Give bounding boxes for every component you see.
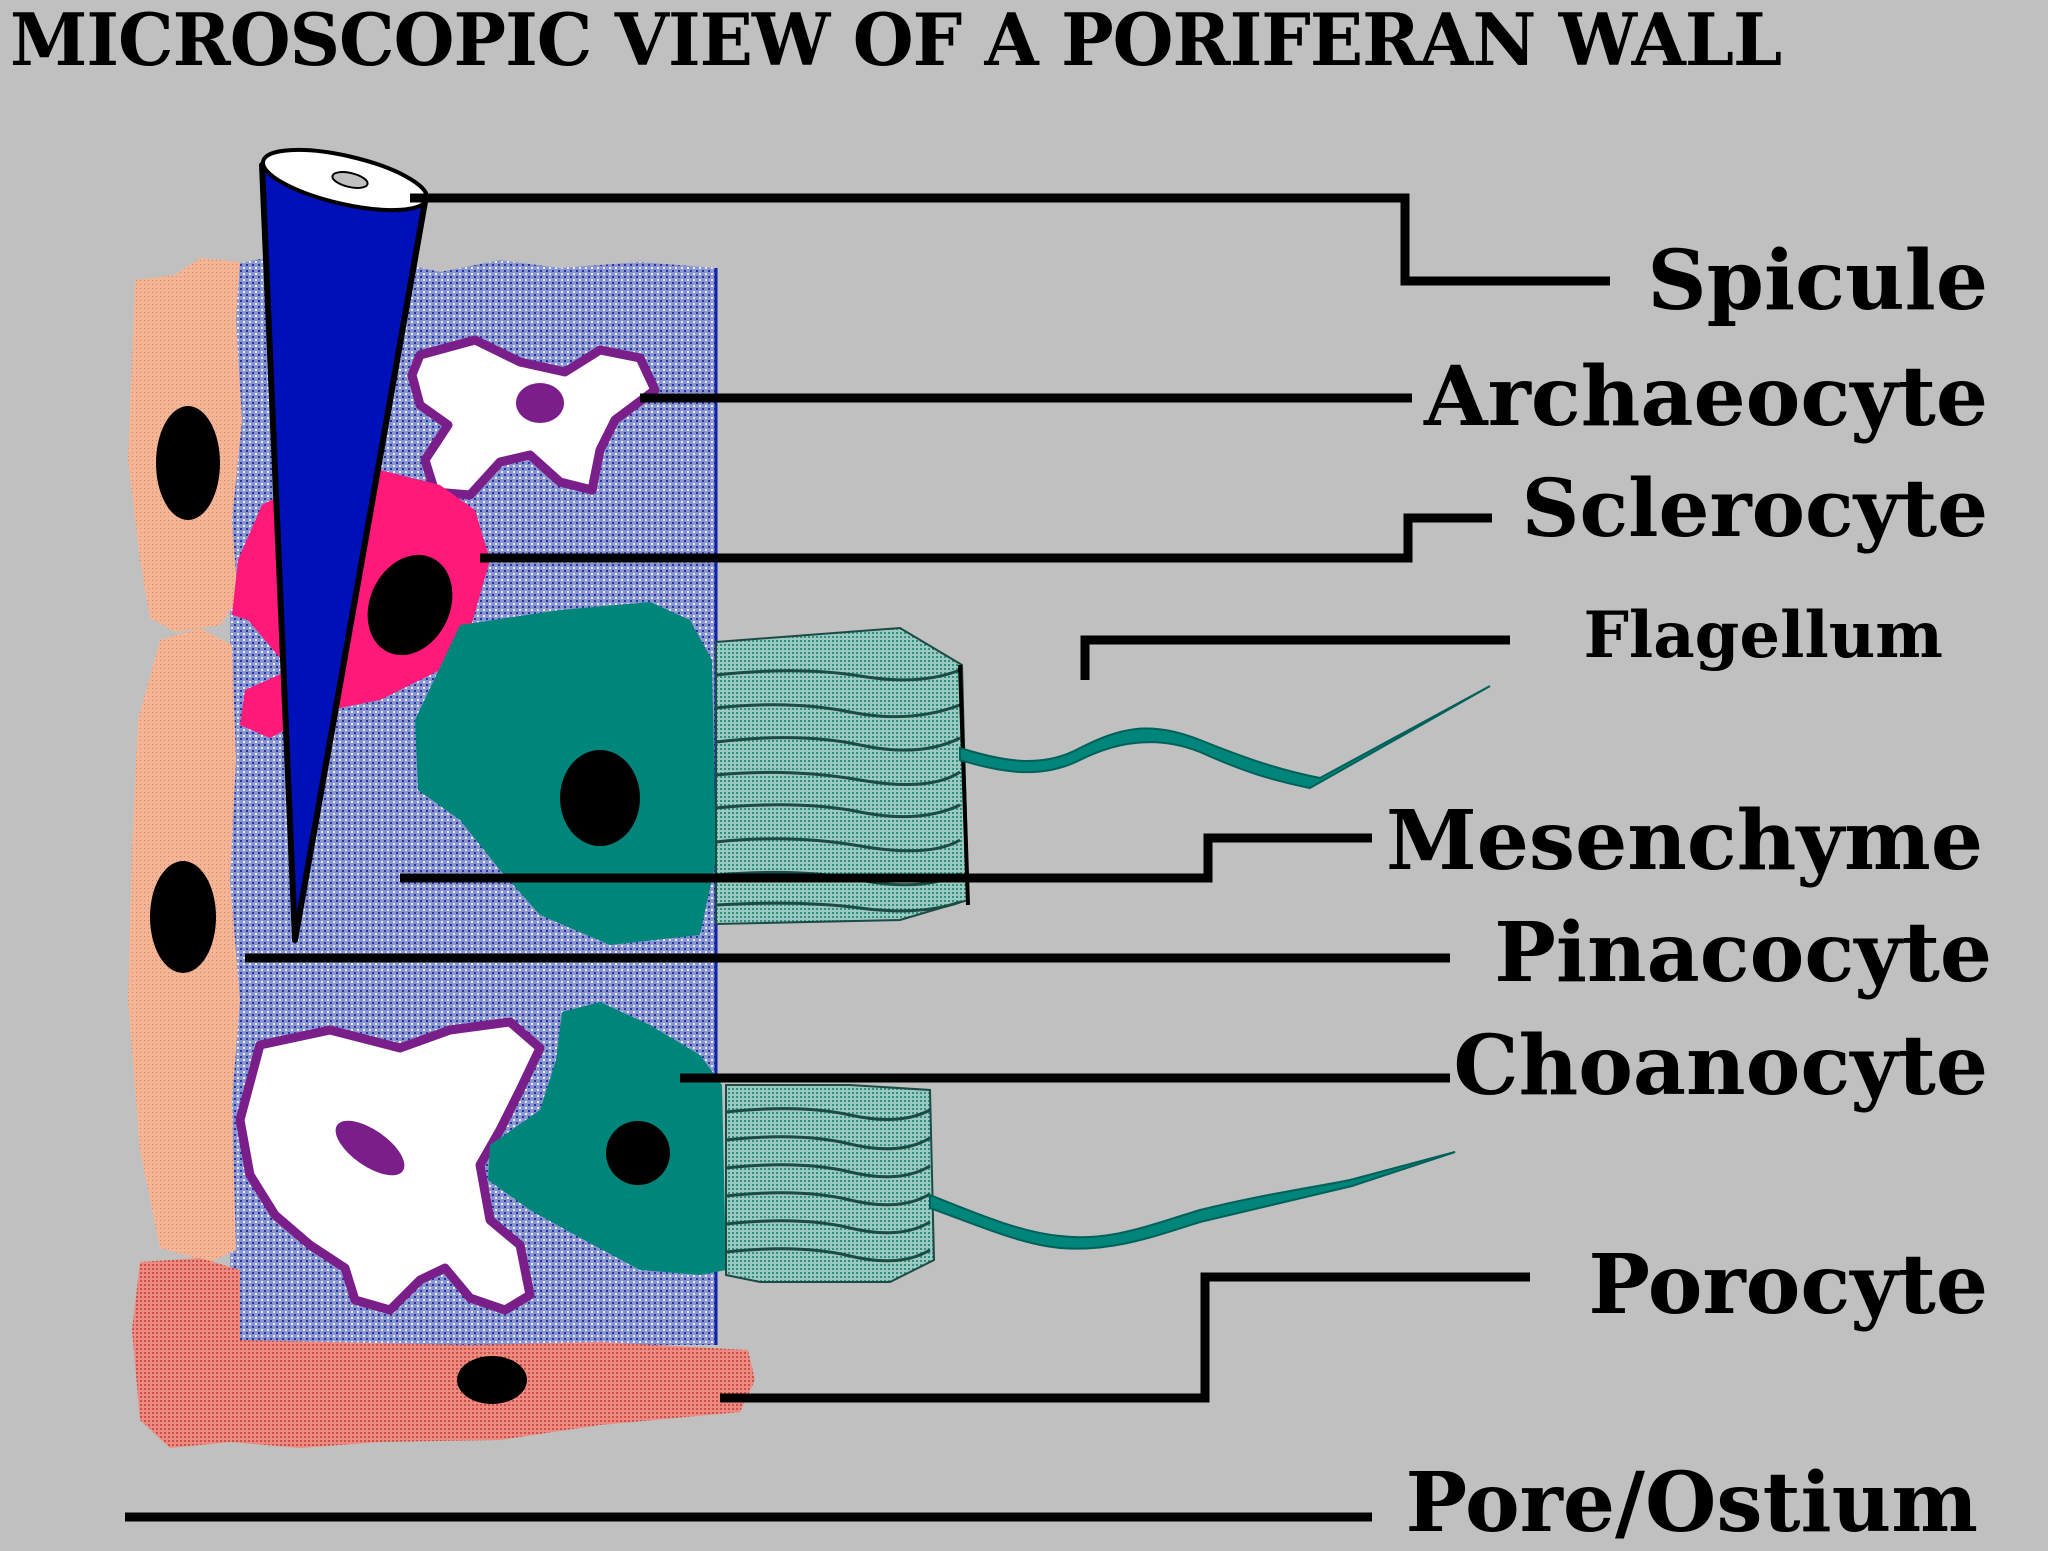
pinacocyte-cells xyxy=(128,258,242,1262)
flagellum-leader xyxy=(1080,635,1510,680)
choanocyte-body xyxy=(415,602,716,945)
nucleus xyxy=(606,1121,670,1185)
label-pore-ostium: Pore/Ostium xyxy=(1405,1455,1978,1551)
mesenchyme-leader xyxy=(400,833,1372,883)
page-title: MICROSCOPIC VIEW OF A PORIFERAN WALL xyxy=(10,0,1782,82)
flagellum xyxy=(929,1151,1456,1250)
label-archaeocyte: Archaeocyte xyxy=(1424,349,1988,445)
label-porocyte: Porocyte xyxy=(1588,1237,1988,1333)
spicule-canal xyxy=(331,171,369,189)
label-mesenchyme: Mesenchyme xyxy=(1385,793,1983,889)
leader-lines xyxy=(125,193,1610,1522)
flagellum xyxy=(959,685,1491,790)
label-sclerocyte: Sclerocyte xyxy=(1521,461,1988,555)
label-choanocyte: Choanocyte xyxy=(1453,1018,1988,1114)
collar-ridges xyxy=(715,668,961,913)
porocyte-leader xyxy=(720,1272,1530,1403)
label-pinacocyte: Pinacocyte xyxy=(1494,905,1992,1001)
label-spicule: Spicule xyxy=(1647,233,1988,329)
spicule-leader xyxy=(410,193,1610,286)
nucleus xyxy=(156,406,220,520)
upper-choanocyte xyxy=(415,602,1491,945)
collar-ridges xyxy=(725,1107,931,1263)
lower-choanocyte xyxy=(488,1002,1456,1283)
nucleus xyxy=(516,383,564,423)
label-flagellum: Flagellum xyxy=(1583,598,1943,673)
nucleus xyxy=(560,750,640,846)
nucleus xyxy=(367,554,453,656)
sclerocyte-leader xyxy=(480,513,1492,563)
nucleus xyxy=(335,1120,405,1176)
nucleus xyxy=(457,1356,527,1404)
porocyte-cell xyxy=(132,1258,755,1448)
nucleus xyxy=(150,861,216,973)
choanocyte-body xyxy=(488,1002,726,1275)
